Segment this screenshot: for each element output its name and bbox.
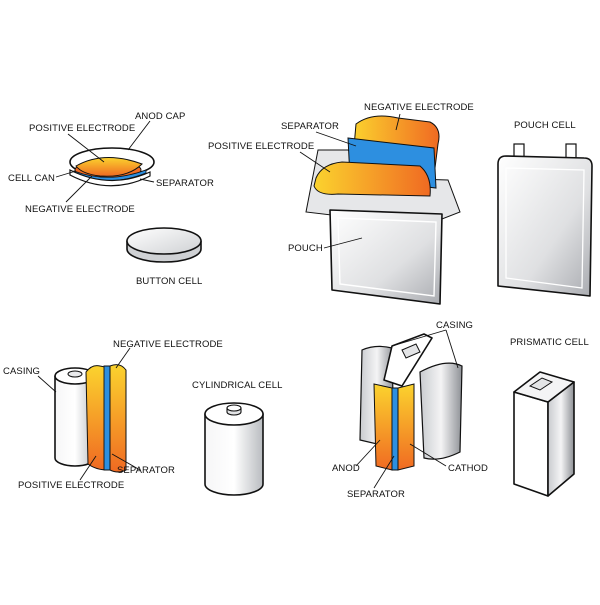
label-anod: ANOD bbox=[332, 463, 360, 474]
label-positive-electrode-pouch: POSITIVE ELECTRODE bbox=[208, 141, 314, 152]
leader-casing-prism-b bbox=[445, 329, 459, 369]
cylindrical-exploded bbox=[54, 364, 127, 473]
label-pouch: POUCH bbox=[288, 243, 323, 254]
leader-separator-button bbox=[139, 178, 155, 183]
label-prismatic-cell: PRISMATIC CELL bbox=[510, 337, 589, 348]
pouch-body-inner bbox=[337, 217, 437, 297]
pouch-positive-electrode-sheet bbox=[313, 161, 431, 197]
prismatic-cell bbox=[513, 371, 575, 497]
label-positive-electrode-button: POSITIVE ELECTRODE bbox=[29, 123, 135, 134]
pouch-body bbox=[329, 209, 443, 305]
cell-can-shape bbox=[69, 169, 151, 187]
cyl-negative-electrode bbox=[109, 364, 127, 473]
pouch-cell bbox=[497, 143, 593, 297]
pouch-cell-body bbox=[497, 155, 593, 297]
leader-negative-electrode-pouch bbox=[395, 113, 401, 131]
leader-separator-pouch bbox=[315, 131, 357, 147]
leader-positive-electrode-cyl bbox=[79, 455, 97, 481]
label-negative-electrode-button: NEGATIVE ELECTRODE bbox=[25, 204, 135, 215]
pouch-cell-inner bbox=[505, 167, 585, 289]
label-pouch-cell: POUCH CELL bbox=[514, 120, 576, 131]
label-positive-electrode-cyl: POSITIVE ELECTRODE bbox=[18, 480, 124, 491]
label-button-cell: BUTTON CELL bbox=[136, 276, 202, 287]
prism-cell-terminal bbox=[528, 377, 554, 391]
label-cathod: CATHOD bbox=[448, 463, 488, 474]
prism-cell-front bbox=[513, 391, 549, 497]
leader-anod-cap bbox=[127, 120, 151, 151]
label-negative-electrode-pouch: NEGATIVE ELECTRODE bbox=[364, 102, 474, 113]
label-separator-button: SEPARATOR bbox=[156, 178, 214, 189]
prism-cap-terminal bbox=[401, 343, 421, 359]
cyl-casing-terminal bbox=[67, 370, 83, 378]
label-separator-prism: SEPARATOR bbox=[347, 489, 405, 500]
leader-negative-electrode-button bbox=[65, 175, 93, 203]
prism-cathod bbox=[397, 383, 415, 471]
prism-anod bbox=[373, 383, 393, 471]
label-cell-can: CELL CAN bbox=[8, 173, 55, 184]
label-negative-electrode-cyl: NEGATIVE ELECTRODE bbox=[113, 339, 223, 350]
pouch-exploded bbox=[305, 115, 461, 305]
button-cell-top bbox=[126, 227, 202, 255]
button-cell-exploded bbox=[69, 147, 155, 187]
leader-positive-electrode-pouch bbox=[299, 151, 331, 173]
leader-pouch bbox=[323, 237, 363, 249]
leader-casing-prism-a bbox=[391, 329, 447, 347]
leader-casing-cyl bbox=[37, 375, 57, 393]
cyl-cell-terminal-top bbox=[226, 404, 242, 412]
prism-cap bbox=[383, 333, 433, 387]
cylindrical-cell bbox=[204, 402, 264, 496]
label-cylindrical-cell: CYLINDRICAL CELL bbox=[192, 380, 282, 391]
leader-positive-electrode bbox=[67, 133, 105, 163]
label-separator-pouch: SEPARATOR bbox=[281, 121, 339, 132]
prismatic-exploded bbox=[359, 333, 463, 471]
leader-cathod bbox=[409, 443, 447, 467]
prism-casing-right bbox=[419, 362, 463, 460]
positive-electrode-layer bbox=[75, 156, 143, 177]
leader-separator-prism bbox=[373, 455, 395, 489]
leader-cell-can bbox=[55, 170, 77, 178]
leader-negative-electrode-cyl bbox=[115, 347, 131, 369]
label-separator-cyl: SEPARATOR bbox=[117, 465, 175, 476]
button-cell bbox=[126, 227, 202, 263]
leader-separator-cyl bbox=[111, 453, 141, 471]
leader-anod bbox=[355, 439, 381, 467]
label-casing-prism: CASING bbox=[436, 320, 473, 331]
cyl-cell-body bbox=[204, 413, 264, 496]
label-casing-cyl: CASING bbox=[3, 366, 40, 377]
label-anod-cap: ANOD CAP bbox=[135, 111, 185, 122]
